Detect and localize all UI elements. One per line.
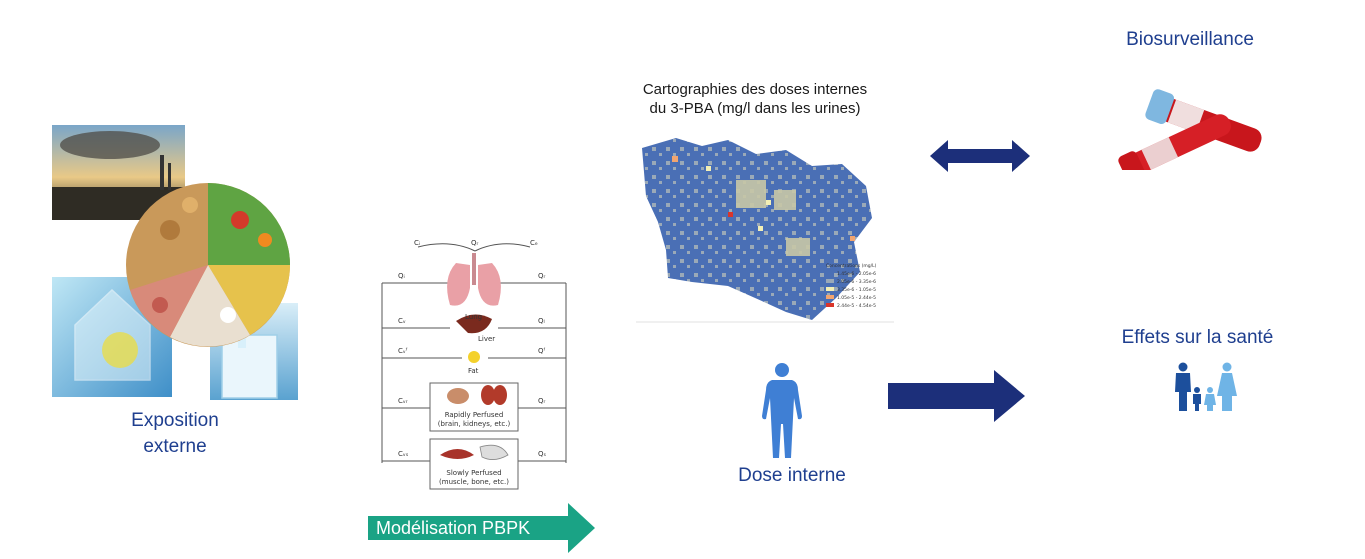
map-legend-label-3: 3.35e-6 - 1.05e-5	[837, 287, 876, 293]
pbpk-liver-left: Cᵥ	[398, 317, 406, 325]
map-legend-label-5: 2.44e-5 - 4.54e-5	[837, 303, 876, 309]
pbpk-liver-name: Liver	[478, 335, 495, 343]
pbpk-top-label-1: Cᵢ	[414, 239, 420, 247]
map-title: Cartographies des doses internes du 3-PB…	[642, 81, 868, 117]
map-hotspots	[672, 156, 855, 256]
pbpk-fat-left: Cᵥᶠ	[398, 347, 408, 355]
pbpk-fat-right: Qᶠ	[538, 347, 546, 355]
blood-tubes-icon	[1112, 82, 1280, 182]
double-arrow	[930, 140, 1030, 172]
biomonitoring-label: Biosurveillance	[1126, 29, 1254, 50]
map-legend-label-2: 2.05e-6 - 3.35e-6	[837, 279, 876, 285]
pbpk-lung-right: Qᵣ	[538, 272, 546, 280]
family-icon	[1170, 362, 1240, 412]
exposure-collage-image	[52, 125, 298, 400]
pbpk-top-label-3: Cₑ	[530, 239, 538, 247]
pbpk-banner-arrow	[368, 503, 595, 553]
pbpk-slow-left: Cᵥₛ	[398, 450, 409, 458]
pbpk-lung-name: Lung	[465, 313, 482, 321]
pbpk-banner: Modélisation PBPK	[368, 503, 596, 553]
pbpk-slow-right: Qₛ	[538, 450, 547, 458]
pbpk-top-label-2: Qᵣ	[471, 239, 479, 247]
health-effects-label: Effets sur la santé	[1121, 327, 1274, 348]
map-legend-swatch-3	[826, 287, 834, 291]
pbpk-rapid-right: Qᵣ	[538, 397, 546, 405]
map-legend-label-1: 1.45e-6 - 2.05e-6	[837, 271, 876, 277]
pbpk-rapid-name: Rapidly Perfused	[445, 411, 504, 419]
concentration-map: Concentrations (mg/L) 1.45e-6 - 2.05e-6 …	[636, 138, 894, 323]
pbpk-banner-label: Modélisation PBPK	[376, 518, 531, 538]
pbpk-liver-right: Qₗ	[538, 317, 545, 325]
exposure-label: Exposition externe	[131, 410, 219, 457]
pbpk-diagram: Cᵢ Qᵣ Cₑ Qᵢ Qᵣ Lung Cᵥ Qₗ Liver Cᵥᶠ Qᶠ F…	[370, 233, 570, 495]
pbpk-fat-name: Fat	[468, 367, 479, 375]
map-legend: Concentrations (mg/L) 1.45e-6 - 2.05e-6 …	[826, 263, 877, 309]
exposure-collage	[50, 125, 300, 400]
map-region	[642, 138, 872, 320]
internal-dose-label: Dose interne	[738, 465, 846, 486]
map-legend-swatch-5	[826, 303, 834, 307]
human-figure-icon	[760, 362, 804, 460]
map-legend-swatch-2	[826, 279, 834, 283]
map-legend-label-4: 1.05e-5 - 2.44e-5	[837, 295, 876, 301]
pbpk-slow-name: Slowly Perfused	[446, 469, 501, 477]
pbpk-slow-sub: (muscle, bone, etc.)	[439, 478, 509, 486]
map-legend-swatch-1	[826, 271, 834, 275]
pbpk-lung-left: Qᵢ	[398, 272, 405, 280]
pbpk-rapid-sub: (brain, kidneys, etc.)	[438, 420, 511, 428]
right-arrow	[888, 370, 1026, 422]
map-figure: Concentrations (mg/L) 1.45e-6 - 2.05e-6 …	[636, 130, 896, 325]
map-legend-swatch-4	[826, 295, 834, 299]
map-legend-title: Concentrations (mg/L)	[826, 263, 877, 269]
pbpk-rapid-left: Cᵥᵣ	[398, 397, 408, 405]
